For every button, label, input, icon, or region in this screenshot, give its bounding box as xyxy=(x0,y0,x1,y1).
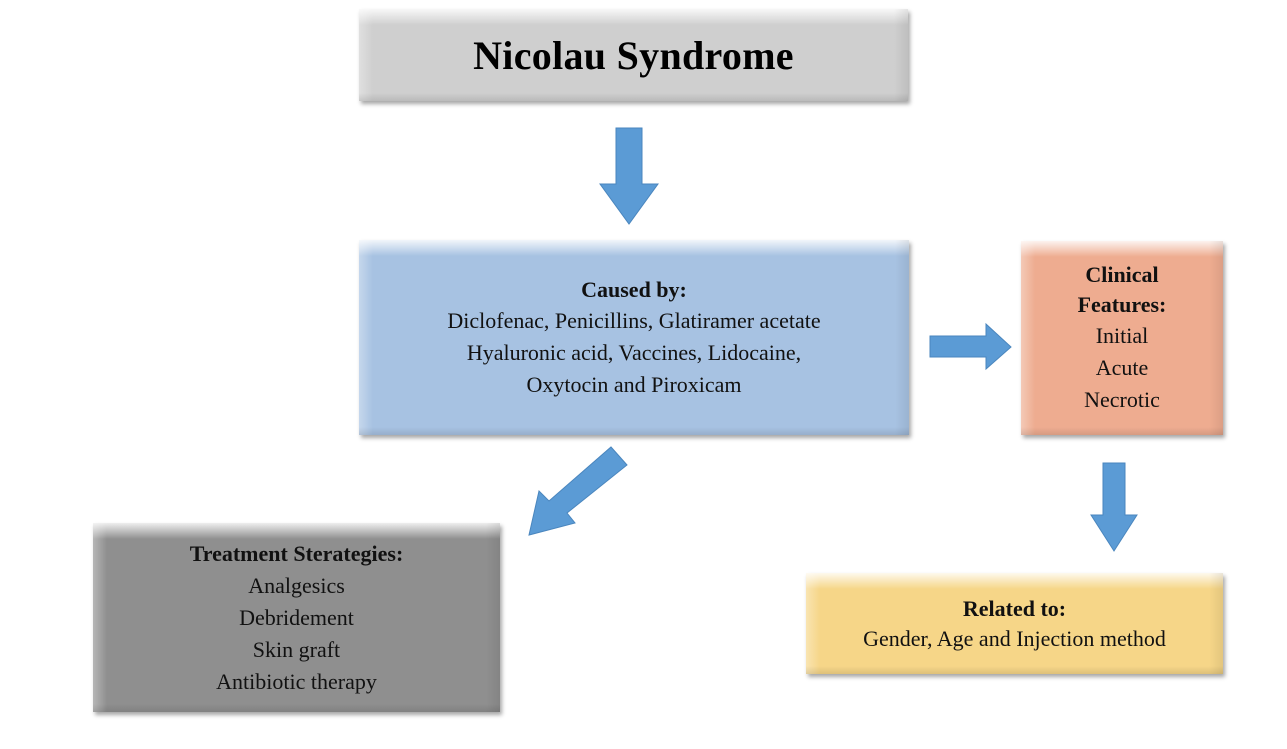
treatment-item: Antibiotic therapy xyxy=(216,668,377,694)
caused-by-line: Oxytocin and Piroxicam xyxy=(526,371,742,397)
bevel-shadow xyxy=(1021,427,1223,435)
arrow-down-title-to-cause xyxy=(599,127,660,226)
arrow-down-left-cause-to-treatment xyxy=(527,446,629,537)
bevel-shadow xyxy=(359,93,908,101)
arrow-right-cause-to-clinical xyxy=(929,322,1012,371)
bevel-highlight xyxy=(359,9,908,25)
arrow-down-icon xyxy=(1090,462,1138,552)
related-to-node: Related to: Gender, Age and Injection me… xyxy=(806,573,1223,674)
arrow-down-icon xyxy=(599,127,659,225)
caused-by-node: Caused by: Diclofenac, Penicillins, Glat… xyxy=(359,240,909,435)
clinical-features-heading: Features: xyxy=(1077,292,1167,317)
clinical-feature-item: Initial xyxy=(1095,323,1149,348)
clinical-feature-item: Necrotic xyxy=(1084,387,1160,412)
bevel-shadow xyxy=(93,704,500,712)
related-to-item: Gender, Age and Injection method xyxy=(863,625,1166,651)
related-to-heading: Related to: xyxy=(962,595,1067,621)
arrow-down-left-icon xyxy=(528,446,628,536)
diagram-title: Nicolau Syndrome xyxy=(473,32,794,78)
treatment-node: Treatment Sterategies: Analgesics Debrid… xyxy=(93,523,500,712)
bevel-highlight xyxy=(806,573,1223,589)
arrow-right-icon xyxy=(929,322,1012,371)
title-node: Nicolau Syndrome xyxy=(359,9,908,101)
treatment-heading: Treatment Sterategies: xyxy=(189,540,404,566)
treatment-item: Analgesics xyxy=(248,572,345,598)
treatment-item: Skin graft xyxy=(252,636,341,662)
bevel-highlight xyxy=(359,240,909,256)
clinical-features-heading: Clinical xyxy=(1085,262,1159,287)
arrow-down-clinical-to-related xyxy=(1090,462,1138,553)
caused-by-line: Diclofenac, Penicillins, Glatiramer acet… xyxy=(447,307,821,333)
bevel-highlight xyxy=(1021,241,1223,257)
caused-by-heading: Caused by: xyxy=(581,276,687,302)
bevel-shadow xyxy=(806,666,1223,674)
treatment-item: Debridement xyxy=(239,604,354,630)
caused-by-line: Hyaluronic acid, Vaccines, Lidocaine, xyxy=(466,339,802,365)
clinical-feature-item: Acute xyxy=(1095,355,1149,380)
clinical-features-node: Clinical Features: Initial Acute Necroti… xyxy=(1021,241,1223,435)
bevel-shadow xyxy=(359,427,909,435)
